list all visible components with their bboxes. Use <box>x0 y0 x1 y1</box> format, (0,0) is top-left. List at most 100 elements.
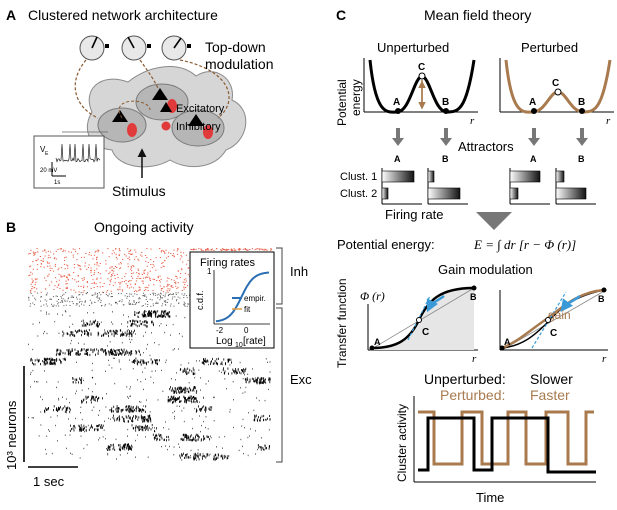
inh-spike <box>36 259 38 261</box>
exc-spike <box>110 349 111 352</box>
inh-spike <box>80 269 82 271</box>
exc-spike <box>180 387 182 390</box>
exc-spike <box>126 351 128 354</box>
exc-spike <box>213 455 215 458</box>
exc-spike <box>263 377 265 380</box>
panel-a-letter: A <box>6 7 16 23</box>
exc-spike <box>67 332 69 336</box>
exc-spike <box>269 371 271 373</box>
exc-spike <box>136 407 137 410</box>
spike <box>61 300 63 302</box>
spike <box>78 305 80 307</box>
exc-spike <box>260 446 261 449</box>
spike <box>64 300 66 302</box>
spike <box>142 292 144 294</box>
inh-spike <box>259 249 261 251</box>
exc-spike <box>115 438 117 441</box>
exc-spike <box>249 380 251 383</box>
exc-spike <box>206 360 207 363</box>
exc-spike <box>239 371 240 374</box>
exc-spike <box>190 395 192 398</box>
exc-spike <box>87 424 89 427</box>
inh-spike <box>69 275 71 276</box>
spike <box>162 297 164 299</box>
exc-spike <box>93 397 95 400</box>
spike <box>69 301 71 303</box>
exc-spike <box>77 350 79 353</box>
exc-spike <box>178 397 179 400</box>
exc-spike <box>149 418 151 421</box>
exc-spike <box>128 316 129 318</box>
exc-spike <box>141 313 143 316</box>
exc-spike <box>131 419 132 422</box>
spike <box>128 302 130 304</box>
inh-spike <box>29 274 31 276</box>
exc-spike <box>144 311 145 313</box>
exc-spike <box>145 424 146 427</box>
inh-spike <box>82 291 84 293</box>
exc-spike <box>161 310 162 313</box>
exc-spike <box>162 315 164 318</box>
inh-spike <box>167 285 169 287</box>
exc-spike <box>155 370 156 372</box>
exc-spike <box>119 348 121 351</box>
exc-spike <box>111 410 113 413</box>
exc-spike <box>114 357 115 360</box>
exc-spike <box>131 444 133 447</box>
inh-spike <box>96 257 98 259</box>
exc-spike <box>138 429 140 432</box>
exc-spike <box>134 409 135 412</box>
inh-spike <box>166 286 168 288</box>
exc-spike <box>136 351 138 354</box>
exc-spike <box>199 401 200 403</box>
inh-spike <box>116 273 118 275</box>
inh-spike <box>173 256 175 258</box>
exc-spike <box>197 452 199 455</box>
exc-spike <box>131 330 132 333</box>
exc-spike <box>113 333 115 336</box>
inh-spike <box>82 279 84 281</box>
exc-spike <box>73 425 75 428</box>
exc-spike <box>184 436 186 439</box>
exc-spike <box>210 361 212 364</box>
exc-spike <box>202 453 204 455</box>
exc-spike <box>81 334 82 337</box>
legend-faster: Faster <box>530 387 570 403</box>
exc-spike <box>32 348 34 351</box>
exc-spike <box>80 378 81 381</box>
inh-spike <box>85 253 87 254</box>
inh-spike <box>173 249 175 251</box>
inh-spike <box>130 267 133 269</box>
exc-spike <box>67 406 69 409</box>
exc-spike <box>112 352 113 355</box>
inh-spike <box>182 252 185 254</box>
exc-spike <box>260 416 261 419</box>
exc-spike <box>126 446 128 449</box>
exc-spike <box>244 374 245 376</box>
exc-spike <box>163 310 165 313</box>
exc-spike <box>173 446 175 448</box>
inh-spike <box>34 252 36 254</box>
inh-spike <box>42 250 44 252</box>
exc-spike <box>145 419 147 422</box>
exc-spike <box>135 429 137 432</box>
inh-spike <box>86 281 88 282</box>
exc-spike <box>172 401 174 404</box>
exc-spike <box>135 415 137 418</box>
exc-spike <box>150 358 152 361</box>
exc-spike <box>50 359 52 362</box>
exc-spike <box>169 388 171 391</box>
exc-spike <box>189 397 191 400</box>
exc-spike <box>115 353 116 356</box>
exc-spike <box>127 321 129 324</box>
exc-spike <box>115 351 116 354</box>
spike <box>129 303 131 304</box>
exc-spike <box>49 430 50 432</box>
exc-spike <box>203 396 204 399</box>
spike <box>162 294 164 296</box>
perturbed-axis-r: r <box>606 115 611 127</box>
inh-spike <box>164 252 166 254</box>
inh-spike <box>56 281 58 283</box>
attractor-b-label: B <box>442 154 449 164</box>
exc-spike <box>72 333 73 337</box>
